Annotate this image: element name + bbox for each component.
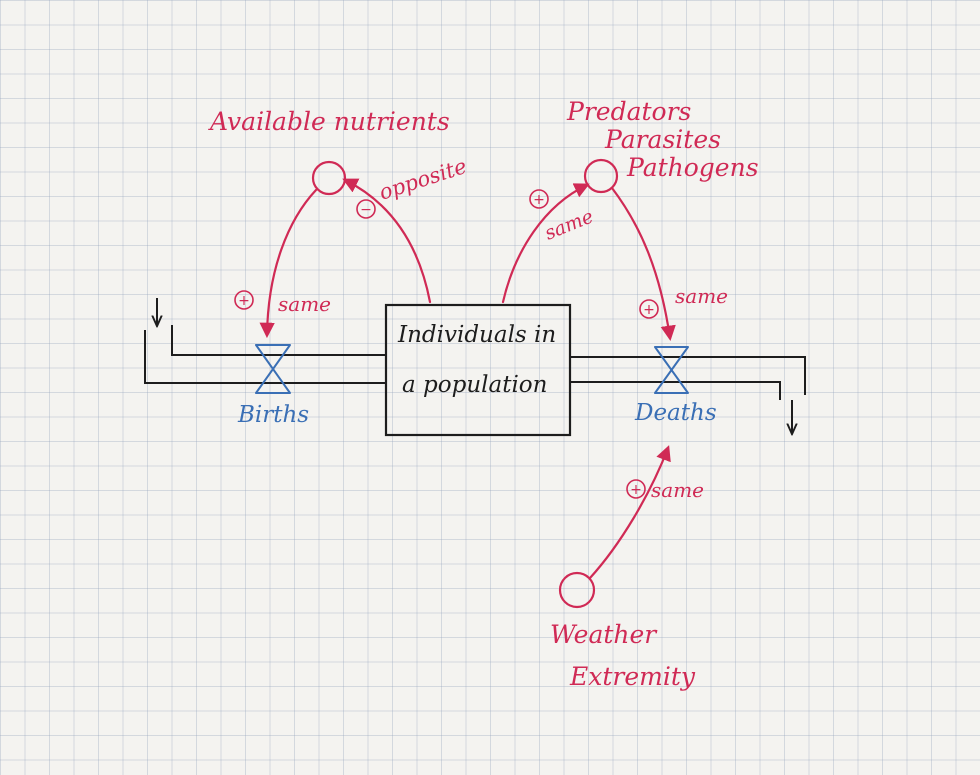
- polarity-population-nutrients: − opposite: [356, 154, 470, 219]
- weather-label-line1: Weather: [550, 620, 658, 649]
- polarity-sign: −: [360, 202, 372, 218]
- stock-population: Individuals in a population: [384, 303, 572, 437]
- link-predators-to-deaths: [610, 186, 676, 342]
- polarity-sign: +: [630, 482, 642, 498]
- polarity-sign: +: [643, 302, 655, 318]
- polarity-label: opposite: [376, 154, 470, 205]
- predators-label-line2: Parasites: [604, 125, 721, 154]
- link-population-to-nutrients: [342, 178, 432, 304]
- nutrients-node: [311, 160, 347, 196]
- polarity-label: same: [278, 292, 331, 316]
- link-population-to-predators: [501, 183, 590, 304]
- polarity-weather-deaths: + same: [626, 478, 704, 502]
- stock-box: [384, 303, 572, 437]
- stock-label-line1: Individuals in: [397, 322, 556, 348]
- link-nutrients-to-births: [259, 188, 318, 339]
- predators-label-line3: Pathogens: [626, 153, 759, 182]
- births-valve: [255, 344, 291, 394]
- polarity-predators-deaths: + same: [639, 284, 728, 319]
- stock-label-line2: a population: [402, 372, 547, 398]
- polarity-label: same: [675, 284, 728, 308]
- polarity-sign: +: [533, 192, 545, 208]
- predators-node: [583, 158, 619, 194]
- births-label: Births: [237, 402, 309, 428]
- weather-node: [558, 571, 596, 609]
- deaths-outflow-pipe: [570, 356, 806, 433]
- link-weather-to-deaths: [588, 445, 671, 580]
- polarity-population-predators: + same: [529, 189, 597, 245]
- polarity-label: same: [651, 478, 704, 502]
- polarity-sign: +: [238, 293, 250, 309]
- polarity-nutrients-births: + same: [234, 290, 331, 316]
- births-inflow-pipe: [144, 298, 386, 384]
- nutrients-label: Available nutrients: [208, 107, 450, 136]
- weather-label-line2: Extremity: [569, 662, 696, 691]
- deaths-valve: [654, 346, 689, 394]
- deaths-label: Deaths: [634, 400, 717, 426]
- predators-label-line1: Predators: [566, 97, 691, 126]
